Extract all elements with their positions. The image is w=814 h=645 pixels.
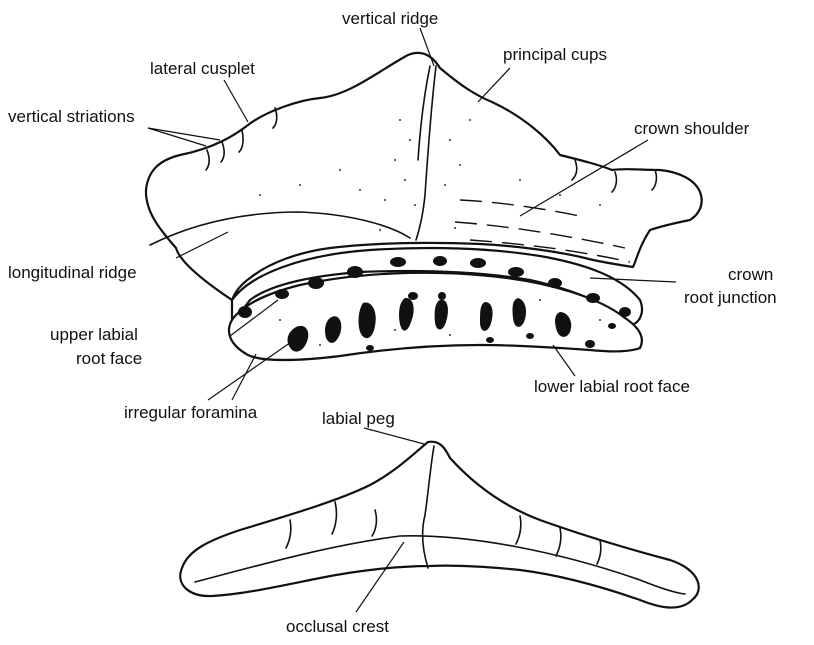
label-lateral-cusplet: lateral cusplet <box>150 59 255 78</box>
label-labial-peg: labial peg <box>322 409 395 428</box>
label-longitudinal-ridge: longitudinal ridge <box>8 263 137 282</box>
label-occlusal-crest: occlusal crest <box>286 617 389 636</box>
label-crown-root-junction-2: root junction <box>684 288 777 307</box>
label-irregular-foramina: irregular foramina <box>124 403 258 422</box>
label-crown-shoulder: crown shoulder <box>634 119 750 138</box>
leader-labial-peg <box>364 428 424 444</box>
label-crown-root-junction-1: crown <box>728 265 773 284</box>
label-upper-labial-root-face-2: root face <box>76 349 142 368</box>
label-upper-labial-root-face-1: upper labial <box>50 325 138 344</box>
label-principal-cups: principal cups <box>503 45 607 64</box>
label-vertical-striations: vertical striations <box>8 107 135 126</box>
occlusal-outline <box>180 442 698 608</box>
lower-tooth-view <box>180 428 698 612</box>
upper-tooth-view <box>146 28 702 400</box>
label-lower-labial-root-face: lower labial root face <box>534 377 690 396</box>
label-vertical-ridge: vertical ridge <box>342 9 438 28</box>
